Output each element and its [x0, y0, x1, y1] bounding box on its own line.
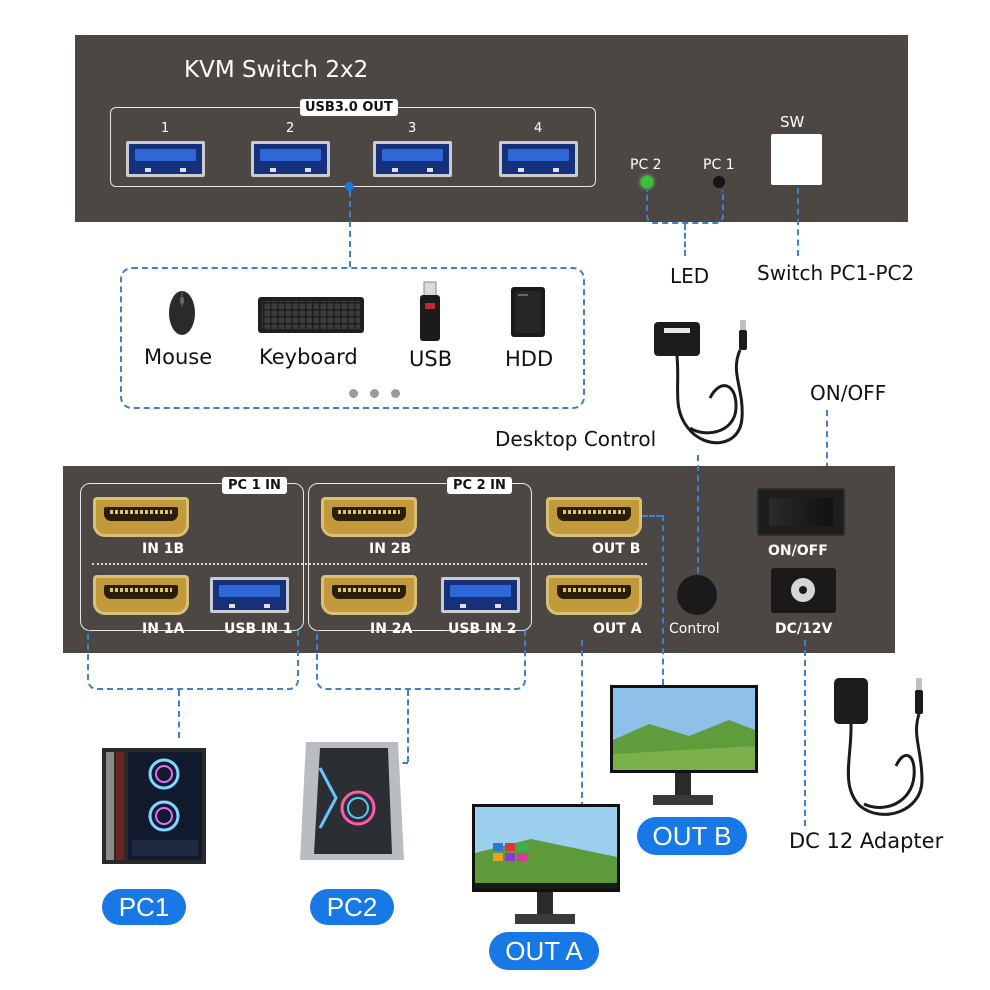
- keyboard-icon: [258, 297, 364, 333]
- hdmi-port-in-2a: [321, 575, 417, 615]
- out-b-pill: OUT B: [637, 817, 747, 855]
- connector-line: [804, 640, 806, 826]
- pair-link: [414, 630, 444, 631]
- device-label-keyboard: Keyboard: [259, 345, 358, 369]
- desktop-control-device-icon: [654, 320, 747, 445]
- pc1-pill: PC1: [102, 889, 186, 925]
- connector-line: [407, 690, 409, 762]
- port-label-out-b: OUT B: [592, 541, 641, 557]
- connector-line: [797, 188, 799, 256]
- port-label-control: Control: [669, 621, 720, 637]
- dc-adapter-callout: DC 12 Adapter: [789, 829, 944, 853]
- connector-line: [697, 455, 699, 573]
- usb-devices-box: [120, 267, 585, 409]
- dc-jack: [771, 568, 836, 613]
- connector-line: [684, 224, 686, 256]
- port-label-usb-in-2: USB IN 2: [448, 621, 517, 637]
- switch-button[interactable]: [771, 134, 822, 185]
- pc1-tower-icon: [102, 748, 206, 864]
- port-label-in-2a: IN 2A: [370, 621, 413, 637]
- led-pc1-indicator: [713, 176, 725, 188]
- out-a-pill: OUT A: [489, 932, 599, 970]
- connector-line: [826, 410, 828, 490]
- usb-port-number: 1: [161, 121, 170, 136]
- pc2-tower-icon: [300, 742, 404, 860]
- hdmi-port-in-1b: [93, 497, 189, 537]
- usb-stick-icon: [420, 281, 440, 341]
- row-divider: [92, 563, 647, 565]
- more-dot: [391, 389, 400, 398]
- power-switch[interactable]: [757, 488, 845, 536]
- port-label-on-off: ON/OFF: [768, 543, 828, 559]
- connector-line: [178, 690, 180, 738]
- led-pc1-label: PC 1: [703, 157, 735, 173]
- dc-adapter-icon: [834, 678, 924, 816]
- hdmi-port-out-a: [546, 575, 642, 615]
- led-pc2-indicator: [641, 176, 653, 188]
- hdd-icon: [511, 287, 545, 337]
- usb-connector-dot: [345, 182, 354, 191]
- device-label-usb: USB: [409, 347, 453, 371]
- connector-line: [581, 640, 583, 808]
- led-pc2-label: PC 2: [630, 157, 662, 173]
- device-label-mouse: Mouse: [144, 345, 213, 369]
- usb-port: [251, 141, 330, 177]
- port-label-in-1a: IN 1A: [142, 621, 185, 637]
- connector-line: [662, 515, 664, 685]
- mouse-icon: [169, 291, 195, 335]
- pc1-in-label: PC 1 IN: [222, 477, 287, 494]
- kvm-front-panel: [75, 35, 908, 222]
- desktop-control-callout: Desktop Control: [495, 427, 657, 451]
- pc2-pill: PC2: [310, 889, 394, 925]
- more-dot: [349, 389, 358, 398]
- connector-line: [642, 515, 662, 517]
- port-label-in-2b: IN 2B: [369, 541, 412, 557]
- monitor-out-a-icon: [472, 804, 620, 924]
- usb-port: [373, 141, 452, 177]
- usb-port-in-1: [210, 577, 289, 613]
- led-callout: LED: [670, 264, 710, 288]
- port-label-dc: DC/12V: [775, 621, 833, 637]
- product-title: KVM Switch 2x2: [184, 57, 369, 83]
- usb-out-label: USB3.0 OUT: [300, 99, 398, 116]
- on-off-callout: ON/OFF: [810, 381, 887, 405]
- usb-port: [499, 141, 578, 177]
- usb-port-number: 2: [286, 121, 295, 136]
- device-label-hdd: HDD: [505, 347, 554, 371]
- led-bracket: [646, 190, 724, 224]
- pc2-in-label: PC 2 IN: [447, 477, 512, 494]
- port-label-out-a: OUT A: [593, 621, 642, 637]
- connector-line: [349, 191, 351, 267]
- monitor-out-b-icon: [610, 685, 758, 805]
- connector-line: [393, 762, 408, 764]
- hdmi-port-in-1a: [93, 575, 189, 615]
- kvm-rear-panel: [63, 466, 895, 653]
- sw-label: SW: [780, 113, 805, 131]
- usb-port: [126, 141, 205, 177]
- more-dot: [370, 389, 379, 398]
- usb-port-in-2: [441, 577, 520, 613]
- pc2-bracket: [316, 630, 526, 690]
- hdmi-port-out-b: [546, 497, 642, 537]
- port-label-usb-in-1: USB IN 1: [224, 621, 293, 637]
- pc1-bracket: [87, 630, 299, 690]
- switch-callout: Switch PC1-PC2: [757, 261, 915, 285]
- control-port: [677, 575, 717, 615]
- pair-link: [189, 630, 219, 631]
- usb-port-number: 4: [534, 121, 543, 136]
- hdmi-port-in-2b: [321, 497, 417, 537]
- usb-port-number: 3: [408, 121, 417, 136]
- port-label-in-1b: IN 1B: [142, 541, 185, 557]
